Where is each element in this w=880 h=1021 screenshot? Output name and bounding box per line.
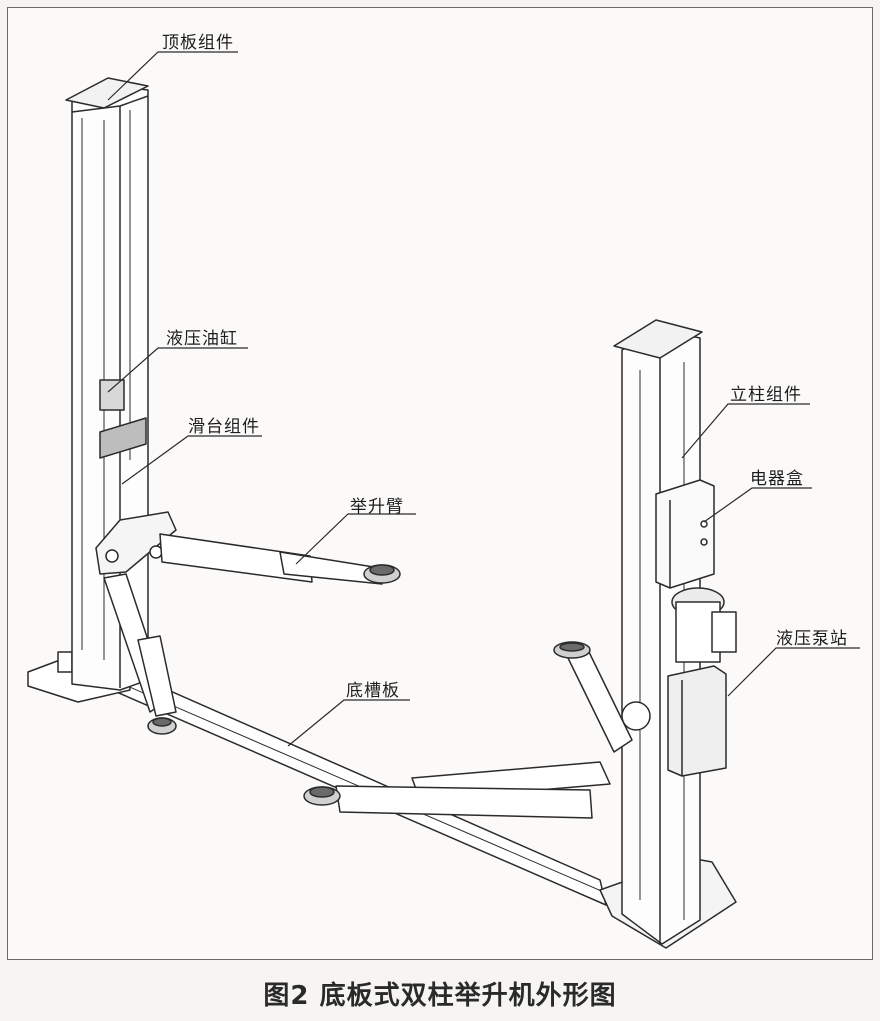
left-rear-arm [103, 573, 177, 735]
label-base-plate: 底槽板 [346, 681, 400, 701]
label-top-plate: 顶板组件 [162, 33, 234, 53]
label-hydraulic-cylinder: 液压油缸 [166, 329, 238, 349]
left-carriage [95, 511, 177, 575]
pump-station [621, 587, 737, 777]
label-lift-arm: 举升臂 [350, 497, 404, 517]
label-column: 立柱组件 [730, 385, 802, 405]
right-column [599, 319, 737, 949]
figure-caption: 图2 底板式双柱举升机外形图 [263, 981, 617, 1011]
label-electrical-box: 电器盒 [750, 469, 804, 489]
left-column [65, 77, 149, 691]
label-pump-station: 液压泵站 [776, 629, 848, 649]
right-rear-arm [553, 641, 633, 753]
right-front-arm [303, 761, 611, 819]
electrical-box [655, 479, 715, 589]
label-carriage: 滑台组件 [188, 417, 260, 437]
left-front-arm [159, 533, 401, 585]
